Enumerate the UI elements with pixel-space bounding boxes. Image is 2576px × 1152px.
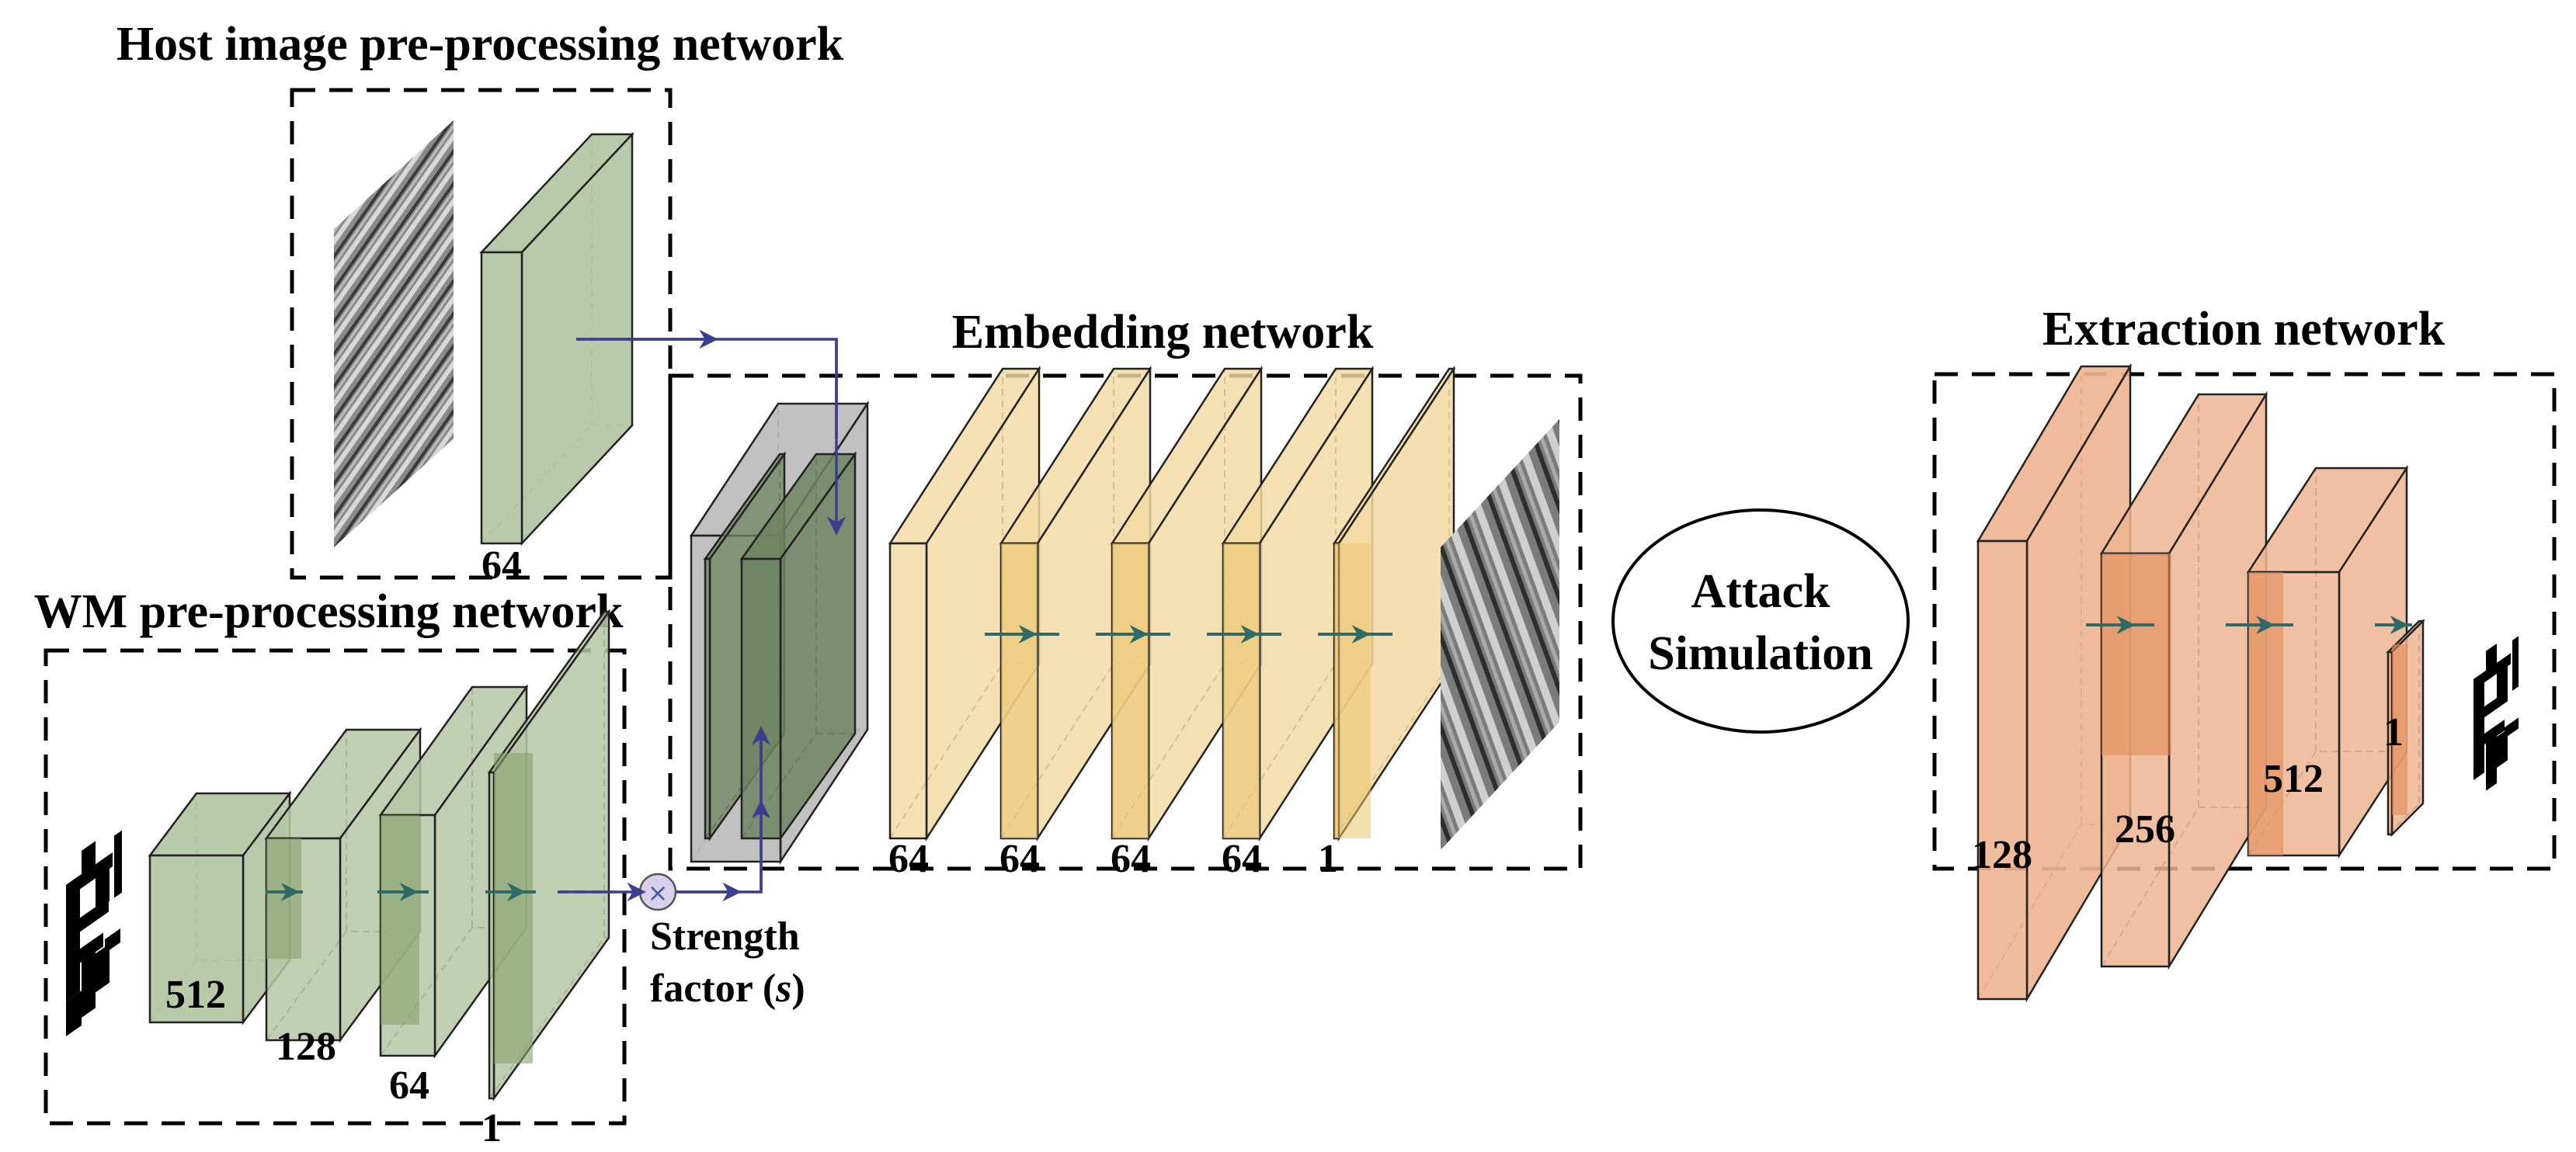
embed-overlap-shade: [1112, 543, 1149, 838]
multiply-icon: ×: [648, 878, 669, 907]
concat-wm-slice: [739, 451, 857, 841]
wm-network-title: WM pre-processing network: [34, 585, 624, 638]
embed-overlap-shade: [1001, 543, 1038, 838]
embed-overlap-shade: [1223, 543, 1260, 838]
watermarked-image-icon: [1441, 419, 1559, 850]
embed-layer-5-channels: 1: [1318, 837, 1338, 881]
extract-overlap-shade: [2248, 572, 2283, 855]
extracted-watermark-icon: [2473, 636, 2519, 791]
extract-overlap-shade: [2392, 644, 2407, 815]
embed-overlap-shade: [1334, 543, 1371, 838]
strength-label-line2: factor (s): [650, 966, 805, 1011]
embed-layer-1-channels: 64: [888, 837, 929, 881]
embed-layer-2-channels: 64: [999, 837, 1040, 881]
wm-layer-3-channels: 64: [389, 1064, 429, 1108]
host-network-title: Host image pre-processing network: [116, 18, 844, 71]
attack-label-line2: Simulation: [1648, 627, 1872, 680]
wm-layer-1-channels: 512: [165, 973, 226, 1017]
embed-layer-4-channels: 64: [1222, 837, 1262, 881]
wm-overlap-shade: [381, 815, 419, 1025]
host-to-embedding-arrow: [576, 329, 846, 536]
extraction-network-box: [1932, 372, 2557, 871]
embed-conv-layer-1: [888, 365, 1041, 842]
strength-label-line1: Strength: [650, 914, 800, 959]
host-layer-channels: 64: [481, 543, 522, 588]
attack-simulation-node: Attack Simulation: [1611, 508, 1910, 734]
extract-overlap-shade: [2101, 553, 2171, 755]
wm-overlap-shade: [494, 753, 533, 1064]
extract-layer-4-channels: 1: [2383, 710, 2404, 755]
extract-layer-1-channels: 128: [1972, 833, 2032, 877]
host-network-box: [290, 88, 673, 580]
extraction-network-title: Extraction network: [2042, 303, 2446, 356]
wm-layer-2-channels: 128: [276, 1025, 336, 1069]
multiplier-to-embedding-arrow: [676, 726, 771, 902]
wm-network-box: [43, 648, 627, 1126]
host-image-icon: [334, 120, 454, 547]
watermark-pattern-icon: [66, 830, 122, 1036]
concatenation-block: [689, 400, 870, 866]
extract-layer-3-channels: 512: [2263, 757, 2324, 801]
extract-layer-2-channels: 256: [2115, 807, 2175, 852]
embedding-network-title: Embedding network: [952, 306, 1374, 359]
wm-layer-4-channels: 1: [481, 1106, 502, 1150]
wm-overlap-shade: [266, 838, 301, 959]
embed-layer-3-channels: 64: [1111, 837, 1151, 881]
attack-label-line1: Attack: [1691, 565, 1830, 618]
strength-multiplier: ×: [638, 873, 677, 911]
